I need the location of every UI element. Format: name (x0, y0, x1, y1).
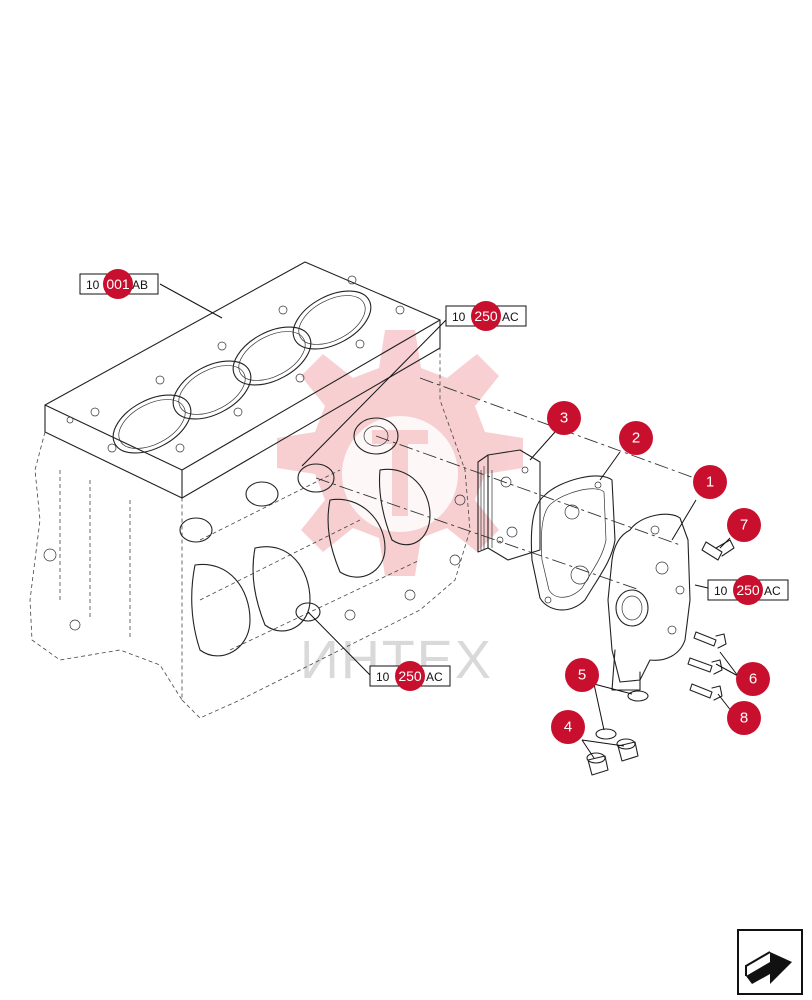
ref-prefix: 10 (714, 584, 728, 598)
ref-suffix: AB (132, 278, 148, 292)
gasket (530, 475, 616, 611)
callout-2-label: 2 (632, 430, 640, 447)
ref-suffix: AC (426, 670, 443, 684)
bolt-lower (689, 683, 723, 701)
ref-highlight-text: 250 (474, 308, 498, 324)
svg-text:10: 10 (452, 310, 466, 324)
ref-prefix: 10 (376, 670, 390, 684)
ref-suffix: AC (502, 310, 519, 324)
engine-block (29, 261, 471, 719)
centerline-1 (375, 435, 681, 546)
callout-4[interactable]: 4 (551, 710, 585, 744)
oil-cooler (477, 449, 541, 561)
callout-6-label: 6 (749, 671, 757, 688)
ref-highlight-text: 250 (736, 582, 760, 598)
callout-5-label: 5 (578, 667, 586, 684)
callout-6[interactable]: 6 (736, 662, 770, 696)
ref-highlight-engine-block: 001 (103, 269, 133, 299)
filter-housing (607, 513, 691, 691)
svg-text:10: 10 (714, 584, 728, 598)
bolt-upper (701, 539, 735, 561)
svg-text:AC: AC (502, 310, 519, 324)
svg-text:10: 10 (86, 278, 100, 292)
ref-highlight-top: 250 (471, 301, 501, 331)
callout-4-label: 4 (564, 719, 572, 736)
next-page-arrow-icon[interactable] (737, 929, 803, 995)
callout-8[interactable]: 8 (727, 701, 761, 735)
centerline-3 (315, 477, 641, 591)
callout-1[interactable]: 1 (693, 465, 727, 499)
svg-text:AC: AC (426, 670, 443, 684)
callout-3[interactable]: 3 (547, 401, 581, 435)
svg-text:AB: AB (132, 278, 148, 292)
ref-highlight-bottom: 250 (395, 661, 425, 691)
ref-suffix: AC (764, 584, 781, 598)
callout-2[interactable]: 2 (619, 421, 653, 455)
callout-8-label: 8 (740, 710, 748, 727)
ref-highlight-text: 001 (106, 276, 130, 292)
svg-text:10: 10 (376, 670, 390, 684)
ref-prefix: 10 (86, 278, 100, 292)
ref-highlight-text: 250 (398, 668, 422, 684)
callout-5[interactable]: 5 (565, 658, 599, 692)
plugs (586, 738, 639, 776)
callout-1-label: 1 (706, 474, 714, 491)
callout-7[interactable]: 7 (727, 508, 761, 542)
callout-7-label: 7 (740, 517, 748, 534)
ref-prefix: 10 (452, 310, 466, 324)
callout-3-label: 3 (560, 410, 568, 427)
leader-lines (159, 283, 739, 759)
svg-text:AC: AC (764, 584, 781, 598)
ref-highlight-right: 250 (733, 575, 763, 605)
bolts-middle (687, 631, 727, 675)
seal-rings (595, 690, 649, 740)
